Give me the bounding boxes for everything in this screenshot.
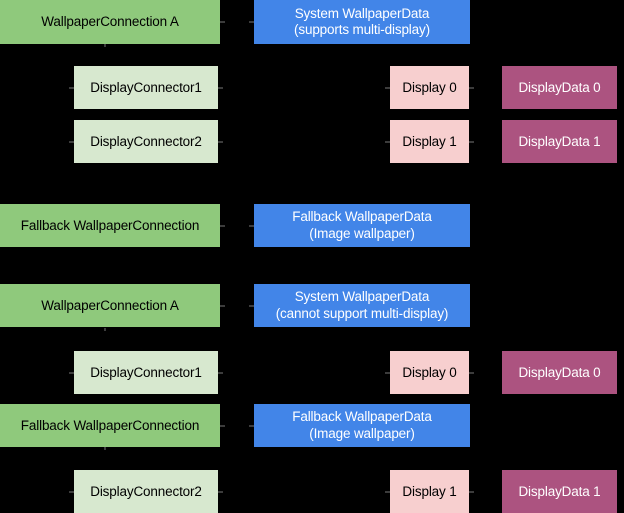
connector-stub [69, 141, 74, 143]
node-displayconnector2-2[interactable]: DisplayConnector2 [74, 470, 218, 513]
node-displaydata0-2[interactable]: DisplayData 0 [502, 351, 617, 394]
connector-stub [249, 425, 254, 427]
connector-stub [218, 491, 223, 493]
node-fallback-wallpaperdata-1[interactable]: Fallback WallpaperData (Image wallpaper) [254, 204, 470, 247]
node-system-wallpaperdata-multi[interactable]: System WallpaperData (supports multi-dis… [254, 0, 470, 44]
connector-stub [69, 491, 74, 493]
node-fallback-wallpaperdata-2[interactable]: Fallback WallpaperData (Image wallpaper) [254, 404, 470, 447]
connector-stub [385, 87, 390, 89]
connector-stub [218, 141, 223, 143]
connector-stub [218, 372, 223, 374]
connector-stub [385, 141, 390, 143]
connector-stub [104, 447, 106, 450]
connector-stub [249, 225, 254, 227]
node-displaydata1-2[interactable]: DisplayData 1 [502, 470, 617, 513]
connector-stub [220, 425, 225, 427]
connector-stub [220, 305, 225, 307]
connector-stub [104, 44, 106, 47]
connector-stub [69, 87, 74, 89]
connector-stub [385, 491, 390, 493]
node-displaydata0-1[interactable]: DisplayData 0 [502, 66, 617, 109]
node-display0-1[interactable]: Display 0 [390, 66, 469, 109]
connector-stub [469, 87, 474, 89]
node-wallpaper-connection-a-1[interactable]: WallpaperConnection A [0, 0, 220, 44]
node-displaydata1-1[interactable]: DisplayData 1 [502, 120, 617, 163]
connector-stub [469, 372, 474, 374]
node-displayconnector2-1[interactable]: DisplayConnector2 [74, 120, 218, 163]
connector-stub [385, 372, 390, 374]
connector-stub [469, 141, 474, 143]
node-displayconnector1-2[interactable]: DisplayConnector1 [74, 351, 218, 394]
connector-stub [469, 491, 474, 493]
node-wallpaper-connection-a-2[interactable]: WallpaperConnection A [0, 284, 220, 327]
node-system-wallpaperdata-nomulti[interactable]: System WallpaperData (cannot support mul… [254, 284, 470, 327]
node-displayconnector1-1[interactable]: DisplayConnector1 [74, 66, 218, 109]
node-fallback-wallpaperconnection-2[interactable]: Fallback WallpaperConnection [0, 404, 220, 447]
connector-stub [104, 328, 106, 331]
node-display1-2[interactable]: Display 1 [390, 470, 469, 513]
connector-stub [218, 87, 223, 89]
connector-stub [220, 225, 225, 227]
node-display1-1[interactable]: Display 1 [390, 120, 469, 163]
node-fallback-wallpaperconnection-1[interactable]: Fallback WallpaperConnection [0, 204, 220, 247]
connector-stub [220, 21, 225, 23]
connector-stub [249, 21, 254, 23]
connector-stub [249, 305, 254, 307]
connector-stub [69, 372, 74, 374]
node-display0-2[interactable]: Display 0 [390, 351, 469, 394]
